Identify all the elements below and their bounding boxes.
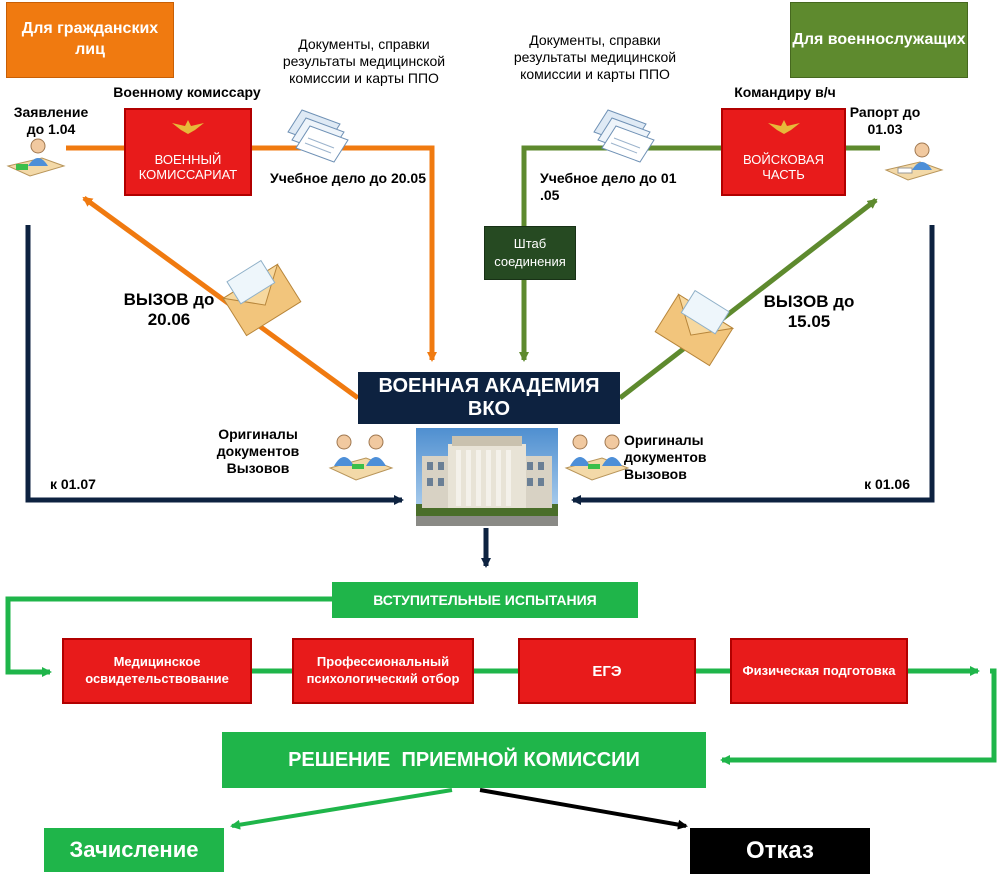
- hq-box: Штаб соединения: [484, 226, 576, 280]
- entrance-exams-title: ВСТУПИТЕЛЬНЫЕ ИСПЫТАНИЯ: [332, 582, 638, 618]
- military-originals-line: [571, 225, 935, 505]
- to-commissar-label: Военному комиссару: [113, 84, 261, 100]
- to-commander-label: Командиру в/ч: [734, 84, 836, 100]
- civil-application-label: Заявление до 1.04: [13, 104, 89, 137]
- civil-originals-line: [25, 225, 404, 505]
- person-at-desk-icon: [6, 138, 66, 177]
- exam-physical: Физическая подготовка: [730, 638, 908, 704]
- exam-ege: ЕГЭ: [518, 638, 696, 704]
- originals-flow: [25, 225, 935, 568]
- military-documents-label: Документы, справки результаты медицинско…: [513, 32, 677, 82]
- military-deadline-label: к 01.06: [864, 476, 910, 492]
- exam-psychological: Профессиональный психологический отбор: [292, 638, 474, 704]
- two-people-meeting-icon: [328, 434, 394, 481]
- exams-entry-line: [5, 596, 332, 677]
- military-commissariat-label: ВОЕННЫЙ КОМИССАРИАТ: [138, 152, 238, 182]
- civil-documents-label: Документы, справки результаты медицинско…: [282, 36, 446, 86]
- military-unit-box: ВОЙСКОВАЯ ЧАСТЬ: [721, 108, 846, 196]
- civil-call-label: ВЫЗОВ до 20.06: [123, 290, 215, 330]
- documents-stack-icon: [287, 109, 349, 163]
- decision-to-accept-arrow: [230, 788, 453, 830]
- military-originals-label: Оригиналы документов Вызовов: [624, 432, 707, 482]
- military-unit-label: ВОЙСКОВАЯ ЧАСТЬ: [743, 152, 824, 182]
- rejection-box: Отказ: [690, 828, 870, 874]
- admission-decision-box: РЕШЕНИЕ ПРИЕМНОЙ КОМИССИИ: [222, 732, 706, 788]
- documents-stack-icon: [593, 109, 655, 163]
- two-people-meeting-icon: [564, 434, 630, 481]
- exams-to-decision-line: [720, 668, 997, 765]
- military-file-label: Учебное дело до 01 .05: [540, 170, 677, 203]
- envelope-icon: [654, 289, 735, 367]
- civil-deadline-label: к 01.07: [50, 476, 96, 492]
- envelope-icon: [221, 259, 302, 337]
- military-call-label: ВЫЗОВ до 15.05: [763, 292, 855, 332]
- person-at-desk-icon: [884, 142, 944, 181]
- academy-title: ВОЕННАЯ АКАДЕМИЯ ВКО: [358, 372, 620, 424]
- exam-medical: Медицинское освидетельствование: [62, 638, 252, 704]
- military-commissariat-box: ВОЕННЫЙ КОМИССАРИАТ: [124, 108, 252, 196]
- exams-flow: [5, 596, 997, 830]
- military-call-arrow: [618, 198, 878, 400]
- civil-call-arrow: [82, 195, 360, 401]
- military-report-label: Рапорт до 01.03: [849, 104, 921, 137]
- enrollment-box: Зачисление: [44, 828, 224, 872]
- military-files-line: [519, 145, 721, 362]
- double-headed-eagle-emblem-icon: [172, 120, 204, 134]
- military-flow: [519, 145, 880, 400]
- civil-originals-label: Оригиналы документов Вызовов: [216, 426, 300, 476]
- decision-to-reject-arrow: [479, 788, 688, 830]
- civil-header: Для гражданских лиц: [6, 2, 174, 78]
- double-headed-eagle-emblem-icon: [767, 120, 800, 134]
- academy-building-photo: [416, 428, 558, 526]
- military-header: Для военнослужащих: [790, 2, 968, 78]
- civil-file-label: Учебное дело до 20.05: [270, 170, 426, 186]
